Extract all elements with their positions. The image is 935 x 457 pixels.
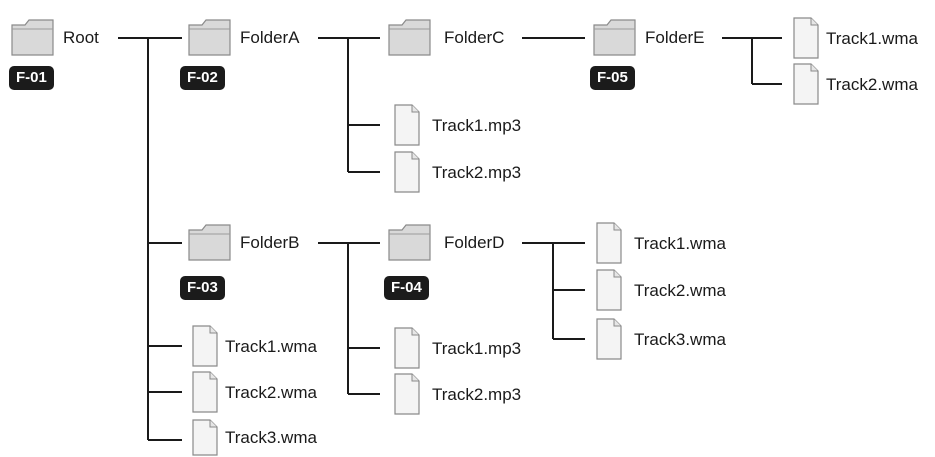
folder-code-badge: F-04	[384, 276, 429, 300]
folder-c[interactable]: FolderC	[386, 15, 504, 59]
folder-code-badge: F-03	[180, 276, 225, 300]
file-icon	[596, 318, 622, 360]
file-item[interactable]: Track3.wma	[191, 418, 317, 456]
file-label: Track1.mp3	[432, 338, 522, 358]
file-icon	[793, 63, 819, 105]
file-icon	[192, 325, 218, 367]
file-item[interactable]: Track2.wma	[595, 268, 726, 312]
file-label: Track1.wma	[826, 28, 918, 48]
folder-label: FolderE	[645, 27, 705, 47]
folder-icon	[11, 19, 54, 56]
file-item[interactable]: Track1.mp3	[393, 326, 521, 370]
file-item[interactable]: Track2.wma	[792, 62, 918, 106]
file-icon	[192, 371, 218, 413]
folder-icon	[188, 19, 231, 56]
file-item[interactable]: Track1.wma	[191, 324, 317, 368]
file-item[interactable]: Track1.wma	[792, 16, 918, 60]
folder-label: FolderD	[444, 232, 505, 252]
file-label: Track2.mp3	[432, 162, 522, 182]
file-item[interactable]: Track2.mp3	[393, 150, 521, 194]
file-label: Track2.wma	[225, 382, 317, 402]
folder-e[interactable]: FolderE	[591, 15, 705, 59]
file-label: Track1.wma	[634, 233, 726, 253]
folder-icon	[593, 19, 636, 56]
file-icon	[793, 17, 819, 59]
folder-label: FolderC	[444, 27, 505, 47]
file-item[interactable]: Track2.wma	[191, 370, 317, 414]
folder-code-badge: F-01	[9, 66, 54, 90]
file-icon	[596, 222, 622, 264]
file-label: Track1.wma	[225, 336, 317, 356]
folder-d[interactable]: FolderD	[386, 220, 504, 264]
folder-code-badge: F-02	[180, 66, 225, 90]
file-icon	[394, 373, 420, 415]
root-folder[interactable]: Root	[9, 15, 99, 59]
file-label: Track1.mp3	[432, 115, 522, 135]
file-icon	[596, 269, 622, 311]
file-label: Track3.wma	[225, 427, 317, 447]
folder-label: FolderA	[240, 27, 300, 47]
file-label: Track2.mp3	[432, 384, 522, 404]
file-item[interactable]: Track1.wma	[595, 221, 726, 265]
file-label: Track2.wma	[634, 280, 726, 300]
folder-icon	[388, 19, 431, 56]
file-icon	[394, 327, 420, 369]
folder-b[interactable]: FolderB	[186, 220, 300, 264]
file-icon	[192, 419, 218, 456]
file-icon	[394, 104, 420, 146]
folder-code-badge: F-05	[590, 66, 635, 90]
file-label: Track2.wma	[826, 74, 918, 94]
file-icon	[394, 151, 420, 193]
folder-icon	[188, 224, 231, 261]
folder-icon	[388, 224, 431, 261]
file-label: Track3.wma	[634, 329, 726, 349]
file-item[interactable]: Track2.mp3	[393, 372, 521, 416]
folder-label: Root	[63, 27, 99, 47]
folder-label: FolderB	[240, 232, 300, 252]
folder-a[interactable]: FolderA	[186, 15, 300, 59]
file-item[interactable]: Track3.wma	[595, 317, 726, 361]
file-item[interactable]: Track1.mp3	[393, 103, 521, 147]
